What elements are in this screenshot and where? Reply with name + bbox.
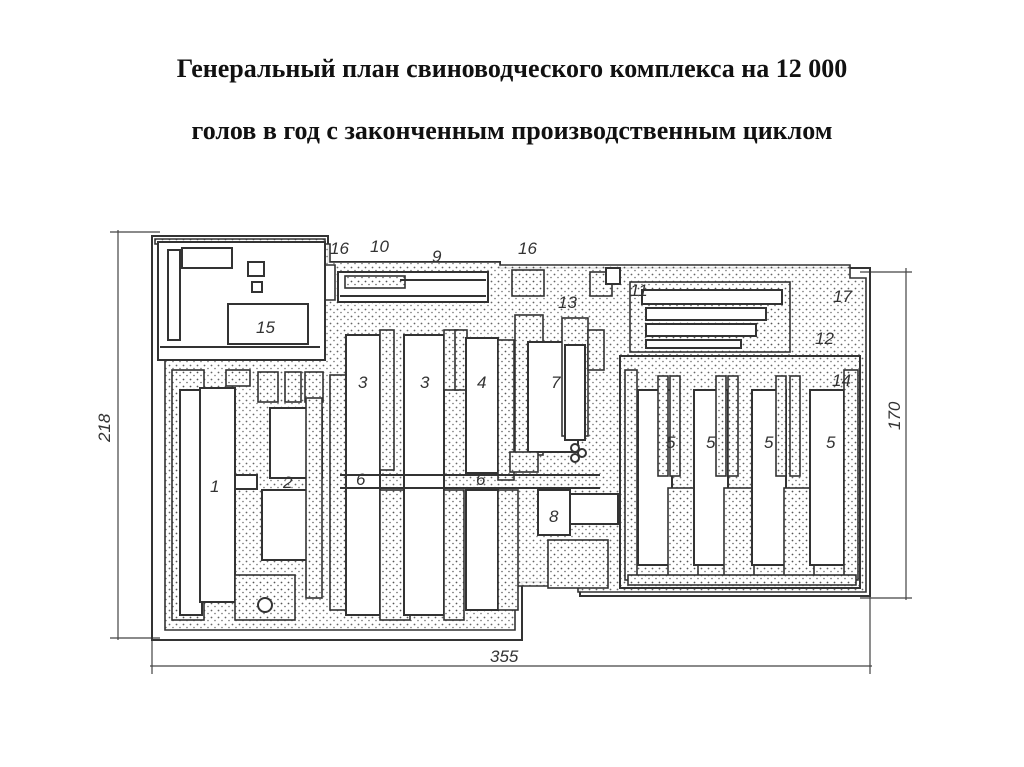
label-5a: 5 — [666, 433, 676, 452]
label-11: 11 — [630, 281, 648, 300]
buildings-5-zone — [619, 355, 861, 589]
label-6b: 6 — [476, 470, 486, 489]
building-8-area — [537, 489, 619, 589]
label-10: 10 — [370, 237, 389, 256]
label-7: 7 — [551, 373, 561, 392]
label-17: 17 — [833, 287, 852, 306]
dimension-width: 355 — [490, 647, 519, 666]
label-8: 8 — [549, 507, 559, 526]
buildings-1-2 — [171, 369, 324, 621]
label-1: 1 — [210, 477, 219, 496]
title-line-2: голов в год с законченным производственн… — [191, 116, 833, 145]
title-line-1: Генеральный план свиноводческого комплек… — [176, 54, 848, 83]
label-3b: 3 — [420, 373, 430, 392]
label-6a: 6 — [356, 470, 366, 489]
label-2: 2 — [282, 473, 293, 492]
label-3a: 3 — [358, 373, 368, 392]
dimension-height-left: 218 — [95, 413, 114, 443]
label-16a: 16 — [330, 239, 349, 258]
label-12: 12 — [815, 329, 834, 348]
service-strip — [337, 267, 621, 303]
buildings-3-4-6 — [329, 329, 600, 621]
label-13: 13 — [558, 293, 577, 312]
label-5d: 5 — [826, 433, 836, 452]
label-14: 14 — [832, 371, 851, 390]
label-5b: 5 — [706, 433, 716, 452]
lagoon-area — [629, 281, 791, 353]
label-9: 9 — [432, 247, 442, 266]
plan-labels: 1 2 3 3 4 5 5 5 5 6 6 7 8 9 10 11 12 13 … — [210, 237, 852, 526]
label-16b: 16 — [518, 239, 537, 258]
slide-title: Генеральный план свиноводческого комплек… — [40, 38, 984, 162]
admin-zone — [160, 247, 320, 348]
building-7-area — [509, 314, 605, 473]
label-4: 4 — [477, 373, 486, 392]
label-5c: 5 — [764, 433, 774, 452]
dimension-height-right: 170 — [885, 401, 904, 430]
label-15: 15 — [256, 318, 275, 337]
dimension-labels: 355 218 170 — [95, 401, 904, 666]
